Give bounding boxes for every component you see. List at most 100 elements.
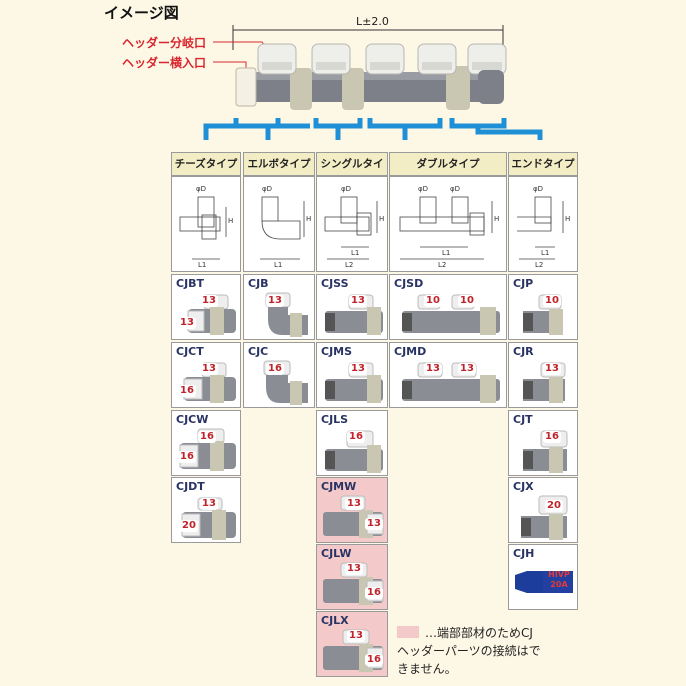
svg-text:L1: L1 <box>442 249 450 257</box>
size-label: 13 <box>178 317 196 329</box>
product-cell-cjcw[interactable]: CJCW 16 16 <box>171 410 241 476</box>
size-label: 13 <box>458 363 476 375</box>
product-cell-cjp[interactable]: CJP 10 <box>508 274 578 340</box>
product-code: CJDT <box>176 480 205 493</box>
product-cell-cjmd[interactable]: CJMD 13 13 <box>389 342 507 408</box>
product-code: CJT <box>513 413 533 426</box>
product-code: CJR <box>513 345 534 358</box>
svg-text:H: H <box>379 215 384 223</box>
svg-text:L2: L2 <box>345 261 353 269</box>
dim-L1: L1 <box>198 261 206 269</box>
size-label: 16 <box>198 431 216 443</box>
dimension-drawing-elbow: φD H L1 <box>243 176 315 272</box>
size-label: 16 <box>178 385 196 397</box>
size-label: 20 <box>545 500 563 512</box>
size-label: 16 <box>543 431 561 443</box>
product-cell-cjlx[interactable]: CJLX 13 16 <box>316 611 388 677</box>
size-label: 13 <box>266 295 284 307</box>
size-label: 10 <box>424 295 442 307</box>
product-code: CJLX <box>321 614 349 627</box>
product-cell-cjms[interactable]: CJMS 13 <box>316 342 388 408</box>
size-label: 20 <box>180 520 198 532</box>
product-code: CJLW <box>321 547 352 560</box>
product-code: CJB <box>248 277 269 290</box>
size-label: 13 <box>424 363 442 375</box>
fitting-image <box>325 294 383 335</box>
size-label: 13 <box>345 498 363 510</box>
size-label: 13 <box>365 518 383 530</box>
product-cell-cjr[interactable]: CJR 13 <box>508 342 578 408</box>
svg-text:φD: φD <box>450 185 460 193</box>
size-label: 16 <box>365 654 383 666</box>
product-code: CJC <box>248 345 269 358</box>
column-header-double: ダブルタイプ <box>389 152 507 176</box>
product-code: CJMS <box>321 345 353 358</box>
svg-text:L1: L1 <box>541 249 549 257</box>
product-code: CJSS <box>321 277 349 290</box>
product-code: CJP <box>513 277 534 290</box>
size-label: 13 <box>347 630 365 642</box>
fitting-image <box>325 430 383 473</box>
product-cell-cjsd[interactable]: CJSD 10 10 <box>389 274 507 340</box>
svg-text:L2: L2 <box>535 261 543 269</box>
dim-phiD: φD <box>196 185 206 193</box>
size-label: 13 <box>200 363 218 375</box>
product-code: CJLS <box>321 413 349 426</box>
size-label: 13 <box>349 295 367 307</box>
size-label: 10 <box>458 295 476 307</box>
dimension-drawing-tee: φD H L1 <box>171 176 241 272</box>
product-cell-cjct[interactable]: CJCT 13 16 <box>171 342 241 408</box>
product-cell-cjx[interactable]: CJX 20 <box>508 477 578 543</box>
product-code: CJX <box>513 480 534 493</box>
product-code: CJMD <box>394 345 427 358</box>
fitting-image <box>402 294 500 335</box>
callout-side-inlet: ヘッダー横入口 <box>122 56 207 70</box>
svg-text:φD: φD <box>262 185 272 193</box>
product-cell-cjmw[interactable]: CJMW 13 13 <box>316 477 388 543</box>
product-code: CJMW <box>321 480 357 493</box>
product-cell-cjss[interactable]: CJSS 13 <box>316 274 388 340</box>
size-label: 16 <box>347 431 365 443</box>
product-tag-hivp: HIVP <box>548 570 570 579</box>
svg-text:H: H <box>494 215 499 223</box>
dim-H: H <box>228 217 233 225</box>
product-tag-20a: 20A <box>550 580 568 589</box>
product-cell-cjlw[interactable]: CJLW 13 16 <box>316 544 388 610</box>
legend-line-2: ヘッダーパーツの接続はで <box>397 644 541 658</box>
column-header-end: エンドタイプ <box>508 152 578 176</box>
size-label: 13 <box>200 498 218 510</box>
svg-text:φD: φD <box>418 185 428 193</box>
product-code: CJSD <box>394 277 424 290</box>
column-header-tee: チーズタイプ <box>171 152 241 176</box>
legend-note: …端部部材のためCJ ヘッダーパーツの接続はで きません。 <box>397 624 587 678</box>
product-cell-cjb[interactable]: CJB 13 <box>243 274 315 340</box>
size-label: 13 <box>345 563 363 575</box>
product-cell-cjdt[interactable]: CJDT 13 20 <box>171 477 241 543</box>
svg-text:L2: L2 <box>438 261 446 269</box>
legend-line-3: きません。 <box>397 662 457 676</box>
callout-branch-port: ヘッダー分岐口 <box>122 36 207 50</box>
size-label: 16 <box>365 587 383 599</box>
product-cell-cjls[interactable]: CJLS 16 <box>316 410 388 476</box>
product-code: CJCW <box>176 413 209 426</box>
size-label: 10 <box>543 295 561 307</box>
size-label: 13 <box>200 295 218 307</box>
product-cell-cjc[interactable]: CJC 16 <box>243 342 315 408</box>
legend-swatch <box>397 626 419 638</box>
product-cell-cjt[interactable]: CJT 16 <box>508 410 578 476</box>
size-label: 13 <box>349 363 367 375</box>
dimension-drawing-end: φD H L1 L2 <box>508 176 578 272</box>
column-header-single: シングルタイプ <box>316 152 388 192</box>
product-cell-cjbt[interactable]: CJBT 13 13 <box>171 274 241 340</box>
svg-text:L1: L1 <box>274 261 282 269</box>
column-header-elbow: エルボタイプ <box>243 152 315 176</box>
legend-line-1: …端部部材のためCJ <box>425 626 533 640</box>
page-title: イメージ図 <box>104 4 179 22</box>
svg-text:L1: L1 <box>351 249 359 257</box>
fitting-image <box>402 362 500 403</box>
size-label: 13 <box>543 363 561 375</box>
svg-text:φD: φD <box>341 185 351 193</box>
svg-text:H: H <box>306 215 311 223</box>
product-cell-cjh[interactable]: CJH HIVP 20A <box>508 544 578 610</box>
size-label: 16 <box>178 451 196 463</box>
